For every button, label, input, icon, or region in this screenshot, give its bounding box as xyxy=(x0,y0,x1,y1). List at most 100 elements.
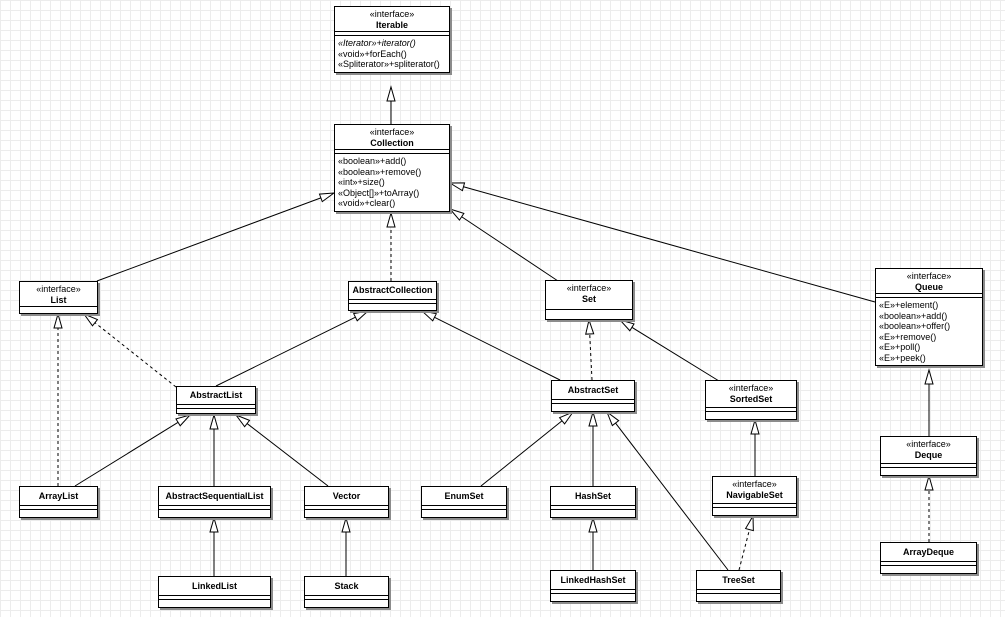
triangle-arrowhead-icon xyxy=(750,418,760,435)
triangle-arrowhead-icon xyxy=(234,413,251,428)
generalization-edge xyxy=(215,310,370,387)
attributes-compartment xyxy=(697,588,780,593)
class-header: ArrayList xyxy=(20,487,97,503)
class-header: «interface» SortedSet xyxy=(706,381,796,405)
class-linked-hash-set[interactable]: LinkedHashSet xyxy=(550,570,636,602)
generalization-edge xyxy=(234,413,329,487)
class-abstract-set[interactable]: AbstractSet xyxy=(551,380,635,412)
triangle-arrowhead-icon xyxy=(448,207,465,221)
operations-compartment xyxy=(713,507,796,511)
class-name: TreeSet xyxy=(722,575,755,585)
class-header: «interface» NavigableSet xyxy=(713,477,796,501)
stereotype-label: «interface» xyxy=(369,127,415,137)
class-header: AbstractSet xyxy=(552,381,634,397)
generalization-edge xyxy=(924,368,934,436)
class-hash-set[interactable]: HashSet xyxy=(550,486,636,518)
operation: «boolean»+remove() xyxy=(338,166,422,177)
edge-line xyxy=(461,216,559,282)
class-name: LinkedHashSet xyxy=(560,575,626,585)
operation: «E»+remove() xyxy=(879,331,937,342)
attributes-compartment xyxy=(881,463,976,467)
class-name: AbstractSet xyxy=(567,385,619,395)
attributes-compartment xyxy=(305,504,388,509)
triangle-arrowhead-icon xyxy=(448,182,466,192)
triangle-arrowhead-icon xyxy=(588,516,598,533)
edge-line xyxy=(615,422,729,571)
class-header: AbstractList xyxy=(177,387,255,402)
generalization-edge xyxy=(588,516,598,570)
class-name: List xyxy=(50,294,67,305)
class-name: NavigableSet xyxy=(726,489,783,500)
operations-compartment xyxy=(881,467,976,471)
operations-compartment xyxy=(552,402,634,407)
triangle-arrowhead-icon xyxy=(588,410,598,427)
class-sorted-set[interactable]: «interface» SortedSet xyxy=(705,380,797,420)
class-header: AbstractCollection xyxy=(349,282,436,297)
attributes-compartment xyxy=(159,594,270,599)
generalization-edge xyxy=(74,414,192,487)
triangle-arrowhead-icon xyxy=(341,516,351,533)
generalization-edge xyxy=(341,516,351,576)
realization-edge xyxy=(738,514,754,571)
class-header: TreeSet xyxy=(697,571,780,587)
realization-edge xyxy=(585,318,595,381)
generalization-edge xyxy=(605,410,729,571)
attributes-compartment xyxy=(422,504,506,509)
class-name: EnumSet xyxy=(444,491,484,501)
class-vector[interactable]: Vector xyxy=(304,486,389,518)
class-header: «interface» Iterable xyxy=(335,7,449,31)
triangle-arrowhead-icon xyxy=(53,312,63,329)
operations-compartment xyxy=(20,508,97,513)
edge-line xyxy=(74,421,179,487)
class-name: AbstractList xyxy=(189,390,243,400)
attributes-compartment xyxy=(876,293,982,297)
operations-compartment: «boolean»+add() «boolean»+remove() «int»… xyxy=(335,153,449,211)
generalization-edge xyxy=(386,85,396,124)
class-tree-set[interactable]: TreeSet xyxy=(696,570,781,602)
class-queue[interactable]: «interface» Queue «E»+element() «boolean… xyxy=(875,268,983,366)
class-collection[interactable]: «interface» Collection «boolean»+add() «… xyxy=(334,124,450,212)
class-abstract-sequential-list[interactable]: AbstractSequentialList xyxy=(158,486,271,518)
class-name: SortedSet xyxy=(729,393,773,404)
attributes-compartment xyxy=(305,594,388,599)
class-abstract-collection[interactable]: AbstractCollection xyxy=(348,281,437,311)
class-list[interactable]: «interface» List xyxy=(19,281,98,314)
attributes-compartment xyxy=(706,407,796,411)
generalization-edge xyxy=(750,418,760,476)
class-set[interactable]: «interface» Set xyxy=(545,280,633,320)
class-abstract-list[interactable]: AbstractList xyxy=(176,386,256,414)
triangle-arrowhead-icon xyxy=(924,474,934,491)
class-deque[interactable]: «interface» Deque xyxy=(880,436,977,476)
class-navigable-set[interactable]: «interface» NavigableSet xyxy=(712,476,797,516)
operations-compartment xyxy=(697,592,780,597)
operation: «int»+size() xyxy=(338,177,385,187)
triangle-arrowhead-icon xyxy=(386,85,396,102)
operations-compartment xyxy=(305,508,388,513)
realization-edge xyxy=(924,474,934,542)
operation: «Object[]»+toArray() xyxy=(338,187,420,198)
class-array-list[interactable]: ArrayList xyxy=(19,486,98,518)
class-stack[interactable]: Stack xyxy=(304,576,389,608)
realization-edge xyxy=(53,312,63,486)
class-name: Deque xyxy=(914,449,943,460)
class-header: «interface» Deque xyxy=(881,437,976,461)
stereotype-label: «interface» xyxy=(728,383,774,393)
class-array-deque[interactable]: ArrayDeque xyxy=(880,542,977,574)
class-name: Queue xyxy=(914,281,943,292)
triangle-arrowhead-icon xyxy=(386,211,396,228)
triangle-arrowhead-icon xyxy=(82,312,99,327)
edge-line xyxy=(94,322,177,388)
attributes-compartment xyxy=(551,504,635,509)
class-header: AbstractSequentialList xyxy=(159,487,270,503)
class-iterable[interactable]: «interface» Iterable «Iterator»+iterator… xyxy=(334,6,450,73)
operations-compartment xyxy=(551,508,635,513)
class-header: «interface» List xyxy=(20,282,97,306)
class-linked-list[interactable]: LinkedList xyxy=(158,576,271,608)
stereotype-label: «interface» xyxy=(906,271,952,281)
generalization-edge xyxy=(588,410,598,486)
class-enum-set[interactable]: EnumSet xyxy=(421,486,507,518)
class-name: AbstractSequentialList xyxy=(165,491,264,501)
attributes-compartment xyxy=(159,504,270,509)
attributes-compartment xyxy=(713,503,796,507)
triangle-arrowhead-icon xyxy=(558,410,575,425)
